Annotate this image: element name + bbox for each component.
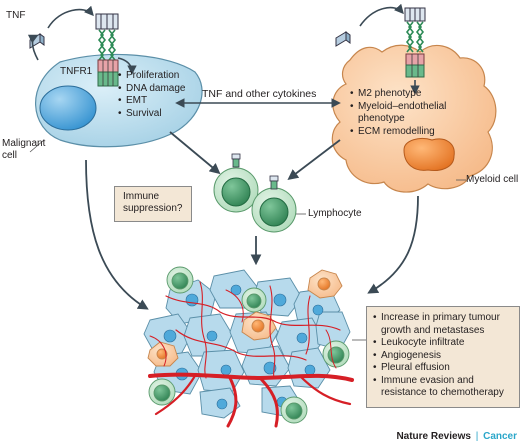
tumour-mass [143, 266, 354, 428]
journal-separator: | [475, 431, 479, 442]
myeloid-effects-list: M2 phenotypeMyeloid–endothelial phenotyp… [350, 88, 446, 138]
tnf-label: TNF [6, 10, 26, 21]
tnfr1-label: TNFR1 [60, 66, 93, 77]
list-item: Immune evasion and resistance to chemoth… [373, 375, 513, 400]
immune-suppression-label: Immune suppression? [123, 191, 183, 214]
list-item: Proliferation [118, 70, 185, 83]
immune-suppression-box: Immune suppression? [114, 186, 192, 222]
journal-credit: Nature Reviews | Cancer [396, 431, 517, 442]
tnf-ligand-right [335, 31, 351, 47]
arrow-malignant-to-tumour [85, 159, 149, 310]
tnf-cytokines-label: TNF and other cytokines [202, 88, 317, 100]
list-item: Leukocyte infiltrate [373, 337, 513, 350]
myeloid-nucleus [403, 137, 455, 171]
list-item: DNA damage [118, 83, 185, 96]
list-item: M2 phenotype [350, 88, 446, 101]
tnfr1-receptor [95, 13, 119, 87]
list-item: Angiogenesis [373, 350, 513, 363]
arrow-malignant-to-lymphocyte [169, 131, 221, 175]
list-item: Survival [118, 108, 185, 121]
list-item: Increase in primary tumour growth and me… [373, 312, 513, 337]
arrow-myeloid-to-lymphocyte [287, 139, 341, 180]
malignant-nucleus [39, 85, 97, 131]
autocrine-arrow-top [47, 5, 94, 29]
list-item: Myeloid–endothelial phenotype [350, 101, 446, 126]
list-item: EMT [118, 95, 185, 108]
lymphocyte-label: Lymphocyte [308, 208, 362, 219]
journal-name: Cancer [483, 431, 517, 442]
malignant-cell-label: Malignant cell [2, 138, 46, 161]
malignant-effects-list: ProliferationDNA damageEMTSurvival [118, 70, 185, 120]
malignant-cell-leader [29, 139, 45, 153]
tumour-outcomes-box: Increase in primary tumour growth and me… [366, 306, 520, 408]
myeloid-loop-arrow-top [359, 3, 404, 27]
autocrine-arrow-up [27, 34, 39, 61]
list-item: ECM remodelling [350, 126, 446, 139]
list-item: Pleural effusion [373, 362, 513, 375]
myeloid-receptor [404, 7, 426, 78]
lymphocyte-cells [213, 153, 297, 233]
myeloid-cell-label: Myeloid cell [466, 174, 519, 185]
arrow-myeloid-to-tumour [367, 195, 419, 294]
tumour-outcomes-list: Increase in primary tumour growth and me… [373, 312, 513, 400]
journal-brand: Nature Reviews [396, 431, 471, 442]
